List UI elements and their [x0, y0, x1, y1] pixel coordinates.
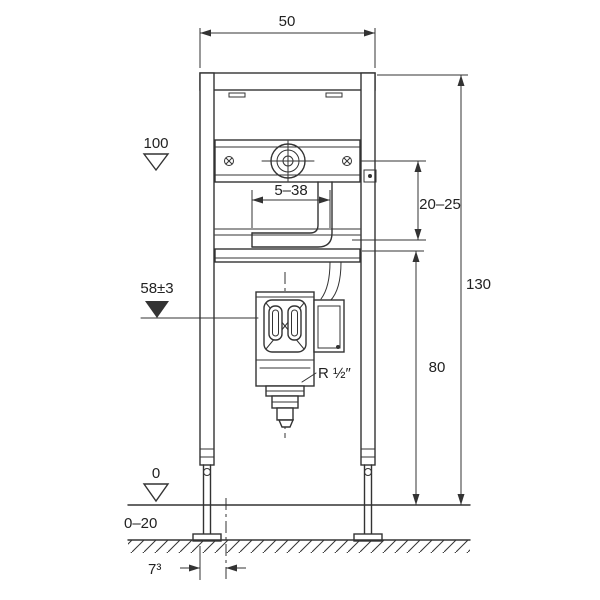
mounting-rails: [214, 228, 361, 263]
top-rail-slot-right: [325, 92, 343, 98]
dimension-foot-offset: 7³: [148, 498, 246, 580]
mounting-crossbar: [214, 248, 361, 263]
hose-right: [329, 261, 342, 302]
dimension-drop-20-25: 20–25: [352, 160, 461, 241]
frame: [192, 72, 383, 542]
left-rail-foot-bolt-icon: [203, 468, 211, 476]
floor-hatching: [128, 540, 470, 553]
level-0-label: 0: [152, 465, 160, 482]
urinal-outlet-icon: [263, 299, 307, 353]
fixing-point-icon: [363, 169, 377, 183]
right-rail: [360, 72, 376, 476]
water-supply-plate: [214, 139, 377, 183]
plate-screw-left-icon: [224, 156, 234, 166]
drain-outlet-stub: [265, 385, 305, 428]
dimension-height-130: 130: [377, 74, 491, 505]
left-rail: [199, 72, 215, 476]
dim-height-label: 130: [466, 276, 491, 293]
floor: 0–20: [124, 504, 471, 553]
left-foot: [192, 464, 222, 542]
level-100-triangle-icon: [142, 153, 170, 172]
level-0-triangle-icon: [142, 483, 170, 503]
top-rail-slot-left: [228, 92, 246, 98]
level-marker-0: 0: [142, 465, 170, 503]
function-box: [313, 299, 345, 353]
dim-drop-label: 20–25: [419, 196, 461, 213]
level-marker-58: 58±3: [140, 280, 259, 319]
dim-foot-offset-label: 7³: [148, 561, 161, 578]
level-marker-100: 100: [142, 135, 170, 172]
dimension-width-50: 50: [199, 13, 376, 68]
dim-lower-label: 80: [429, 359, 446, 376]
right-rail-foot-bolt-icon: [364, 468, 372, 476]
supply-connection-fitting-icon: [261, 140, 315, 182]
dim-width-label: 50: [279, 13, 296, 30]
drain-assembly: R ½″: [255, 272, 352, 438]
level-58-label: 58±3: [140, 280, 173, 297]
level-58-triangle-icon: [145, 301, 169, 318]
hose-left: [320, 261, 331, 300]
level-100-label: 100: [143, 135, 168, 152]
dim-inset-label: 5–38: [274, 182, 307, 199]
dimension-inset-5-38: 5–38: [251, 182, 331, 228]
thread-size-label: R ½″: [318, 365, 352, 382]
dimension-lower-80: 80: [362, 250, 446, 505]
floor-buildup-label: 0–20: [124, 515, 157, 532]
plate-screw-right-icon: [342, 156, 352, 166]
thread-annotation: R ½″: [301, 365, 352, 383]
top-rail-bar: [199, 72, 376, 91]
thread-leader-line: [301, 372, 317, 383]
water-supply-pipe: [251, 181, 342, 302]
right-foot: [353, 464, 383, 542]
top-rail: [199, 72, 376, 98]
